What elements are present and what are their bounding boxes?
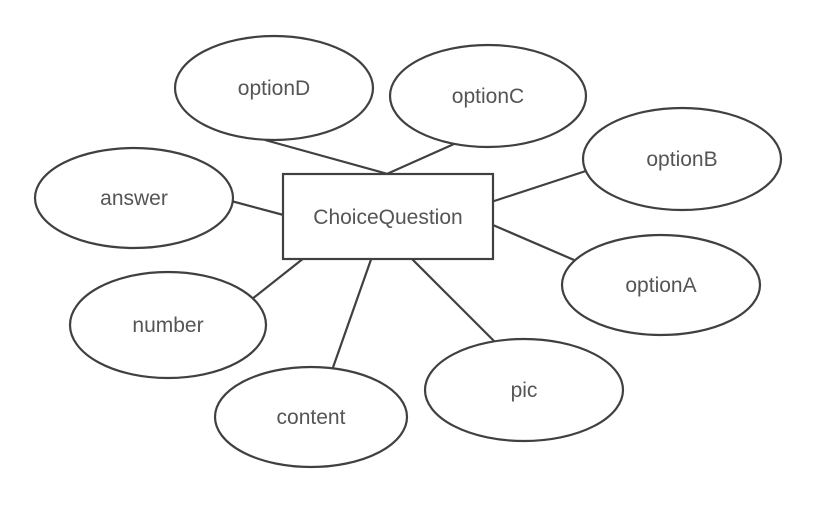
attribute-node-content: content [213,365,409,469]
ellipse-optionC [388,43,588,149]
attribute-label-optionC: optionC [452,85,524,108]
connector-line-optionC [379,138,464,179]
attribute-label-pic: pic [511,379,538,402]
attribute-node-optionC: optionC [388,43,588,149]
entity-node-choicequestion: ChoiceQuestion [281,172,495,261]
attribute-label-optionD: optionD [238,77,310,100]
connector-line-content [328,250,376,377]
connector-line-number [246,253,310,304]
attribute-node-answer: answer [33,146,235,250]
attribute-label-number: number [132,314,203,337]
attribute-label-optionB: optionB [646,148,717,171]
connectors [219,138,596,377]
connector-line-pic [403,250,501,348]
ellipse-optionB [581,106,783,212]
ellipse-pic [423,337,625,443]
attribute-node-pic: pic [423,337,625,443]
attribute-label-optionA: optionA [625,274,696,297]
connector-line-optionD [264,138,396,178]
entity-label: ChoiceQuestion [313,206,462,229]
attribute-label-content: content [277,406,346,429]
attribute-node-optionA: optionA [560,233,762,337]
ellipse-answer [33,146,235,250]
entity-rect [281,172,495,261]
ellipse-optionA [560,233,762,337]
attribute-node-optionD: optionD [173,34,375,142]
connector-line-optionA [485,220,582,265]
attribute-node-number: number [68,270,268,380]
attribute-label-answer: answer [100,187,168,210]
connector-line-optionB [484,166,596,206]
ellipse-content [213,365,409,469]
ellipse-number [68,270,268,380]
attribute-node-optionB: optionB [581,106,783,212]
ellipse-optionD [173,34,375,142]
